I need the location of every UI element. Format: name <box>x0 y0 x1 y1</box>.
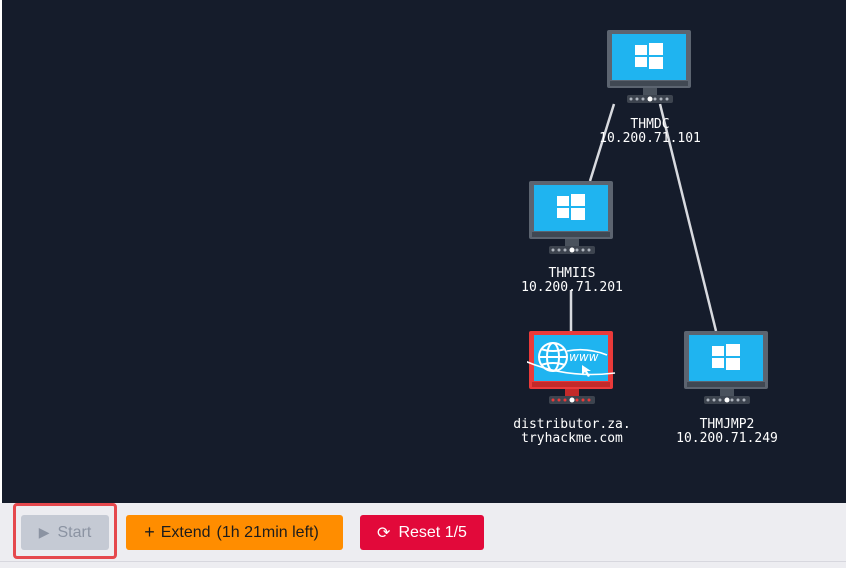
node-ip: 10.200.71.201 <box>521 280 623 295</box>
extend-button[interactable]: + Extend (1h 21min left) <box>126 515 343 550</box>
globe-icon <box>527 342 616 376</box>
node-ip: tryhackme.com <box>521 431 623 446</box>
extend-time-left: (1h 21min left) <box>216 523 319 541</box>
windows-monitor-icon <box>529 181 613 254</box>
extend-button-label: Extend <box>160 523 211 541</box>
refresh-icon: ⟳ <box>377 524 391 542</box>
start-button[interactable]: ▶ Start <box>21 515 109 550</box>
play-icon: ▶ <box>38 524 50 540</box>
windows-monitor-icon <box>684 331 768 404</box>
reset-button-label: Reset 1/5 <box>398 523 467 541</box>
node-hostname: THMJMP2 <box>699 417 755 432</box>
node-thmiis[interactable]: THMIIS 10.200.71.201 <box>521 179 623 295</box>
windows-monitor-icon <box>607 30 691 103</box>
node-ip: 10.200.71.101 <box>599 131 701 146</box>
node-thmjmp2[interactable]: THMJMP2 10.200.71.249 <box>676 329 778 446</box>
node-ip: 10.200.71.249 <box>676 431 778 446</box>
web-server-monitor-icon: www <box>527 331 616 404</box>
start-button-highlight <box>13 503 117 559</box>
plus-icon: + <box>144 522 155 542</box>
node-distributor[interactable]: www distributor.za. tryhackme.com <box>513 329 631 446</box>
start-button-label: Start <box>57 523 92 541</box>
machine-controls-toolbar: ▶ Start + Extend (1h 21min left) ⟳ Reset… <box>0 503 846 568</box>
toolbar-divider <box>0 561 846 562</box>
node-hostname: distributor.za. <box>513 417 631 432</box>
node-hostname: THMIIS <box>548 266 596 281</box>
node-hostname: THMDC <box>630 117 670 132</box>
svg-text:www: www <box>569 350 599 364</box>
reset-button[interactable]: ⟳ Reset 1/5 <box>360 515 484 550</box>
node-thmdc[interactable]: THMDC 10.200.71.101 <box>599 28 701 146</box>
